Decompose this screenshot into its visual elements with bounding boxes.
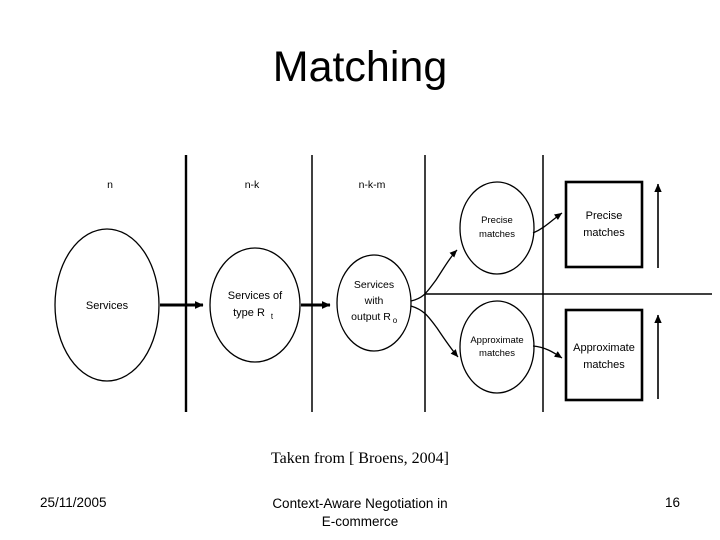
column-label-n-k: n-k	[245, 179, 260, 191]
node-approximate-matches-ellipse	[459, 300, 535, 394]
node-precise-matches-label-line1: Precise	[481, 215, 513, 226]
diagram-svg: n n-k n-k-m Services Services of type R …	[54, 155, 712, 412]
node-services-of-type-label-line1: Services of	[228, 290, 283, 302]
box-approximate-matches	[564, 308, 644, 402]
node-services-of-type-label-line2: type R	[233, 307, 265, 319]
branch-to-precise	[410, 249, 458, 302]
node-approximate-matches-label-line1: Approximate	[470, 335, 523, 346]
column-label-n: n	[107, 179, 113, 191]
node-services-with-output-subscript: o	[393, 316, 398, 325]
box-precise-matches-label-line2: matches	[583, 227, 625, 239]
box-precise-matches-label-line1: Precise	[586, 210, 623, 222]
arrow-approximate-ellipse-to-box	[532, 345, 563, 359]
matching-diagram: n n-k n-k-m Services Services of type R …	[0, 140, 720, 430]
node-services-of-type-ellipse	[209, 247, 301, 363]
node-services-with-output-label-line3: output R	[351, 311, 391, 323]
footer-title: Context-Aware Negotiation in E-commerce	[180, 495, 540, 531]
arrow-precise-ellipse-to-box	[532, 212, 563, 234]
page-title: Matching	[272, 43, 448, 91]
figure-caption: Taken from [ Broens, 2004]	[271, 450, 449, 467]
footer-title-line1: Context-Aware Negotiation in	[272, 496, 448, 511]
node-services-with-output-label-line2: with	[364, 295, 384, 307]
node-services-with-output-label-line1: Services	[354, 279, 394, 291]
branch-to-approximate	[410, 305, 459, 358]
node-services-of-type-subscript: t	[271, 312, 274, 321]
node-precise-matches-ellipse	[459, 181, 535, 275]
node-approximate-matches-label-line2: matches	[479, 348, 515, 359]
node-services-label: Services	[86, 300, 129, 312]
footer-title-line2: E-commerce	[321, 514, 399, 529]
node-services-ellipse	[54, 228, 160, 382]
box-precise-matches	[564, 180, 644, 269]
box-approximate-matches-label-line1: Approximate	[573, 342, 635, 354]
footer-date: 25/11/2005	[40, 495, 107, 510]
box-approximate-matches-label-line2: matches	[583, 359, 625, 371]
footer-page-number: 16	[664, 495, 680, 510]
node-services-with-output-ellipse	[336, 254, 412, 352]
column-label-n-k-m: n-k-m	[359, 179, 386, 191]
node-precise-matches-label-line2: matches	[479, 229, 515, 240]
